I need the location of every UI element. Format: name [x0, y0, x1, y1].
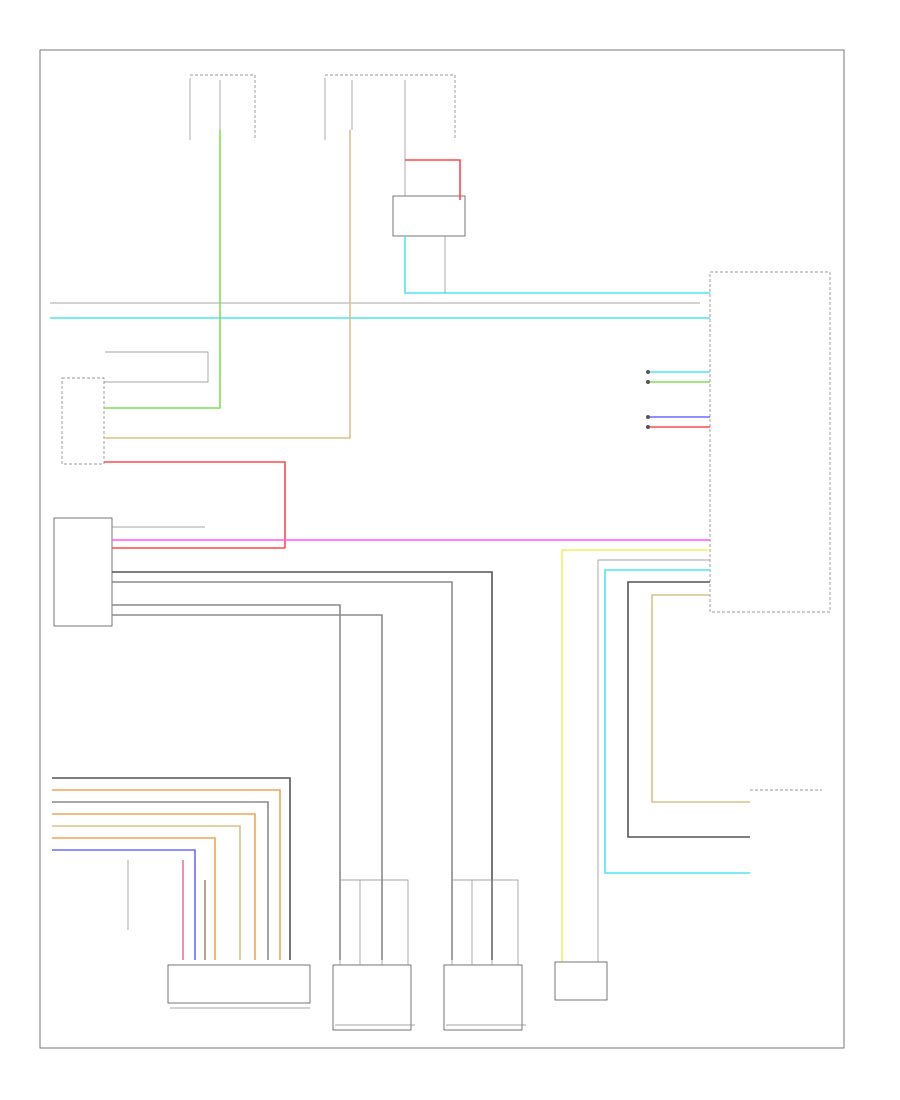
compressor-box	[167, 964, 311, 1004]
wire-cyan-ecu	[604, 569, 750, 874]
wire-thin-ecu	[597, 559, 710, 962]
harness-tan	[52, 825, 241, 960]
harness-dark	[52, 777, 291, 960]
harness-orange-3	[52, 837, 216, 960]
harness-gray	[52, 801, 269, 960]
wire-green	[104, 130, 221, 409]
wire-gray-1	[112, 581, 453, 960]
actuator-right	[443, 879, 526, 1031]
wire-gray-2	[112, 604, 341, 960]
wire-switch-top	[104, 351, 209, 383]
actuator-left	[332, 879, 415, 1031]
fuse-box-right	[324, 74, 456, 140]
wire-gray-3	[112, 614, 383, 960]
wire-dark-1	[112, 571, 493, 960]
wire-red-switch	[104, 461, 286, 548]
diagram-border	[39, 49, 845, 1049]
wire-red-relay	[405, 159, 461, 200]
harness-orange-2	[52, 813, 256, 960]
ecu-box	[709, 271, 831, 613]
fuse-box-left	[189, 74, 256, 140]
relay-box	[392, 195, 466, 237]
wire-tan	[104, 130, 351, 439]
switch-box	[61, 377, 105, 465]
small-sensor-box	[554, 961, 608, 1001]
wire-cyan-top	[404, 236, 710, 294]
harness-orange-1	[52, 789, 281, 960]
wire-yellow	[561, 549, 710, 962]
control-module-box	[53, 517, 113, 627]
wire-tan-ecu	[651, 594, 750, 803]
wire-dark-ecu	[627, 581, 750, 838]
harness-blue	[52, 849, 196, 960]
